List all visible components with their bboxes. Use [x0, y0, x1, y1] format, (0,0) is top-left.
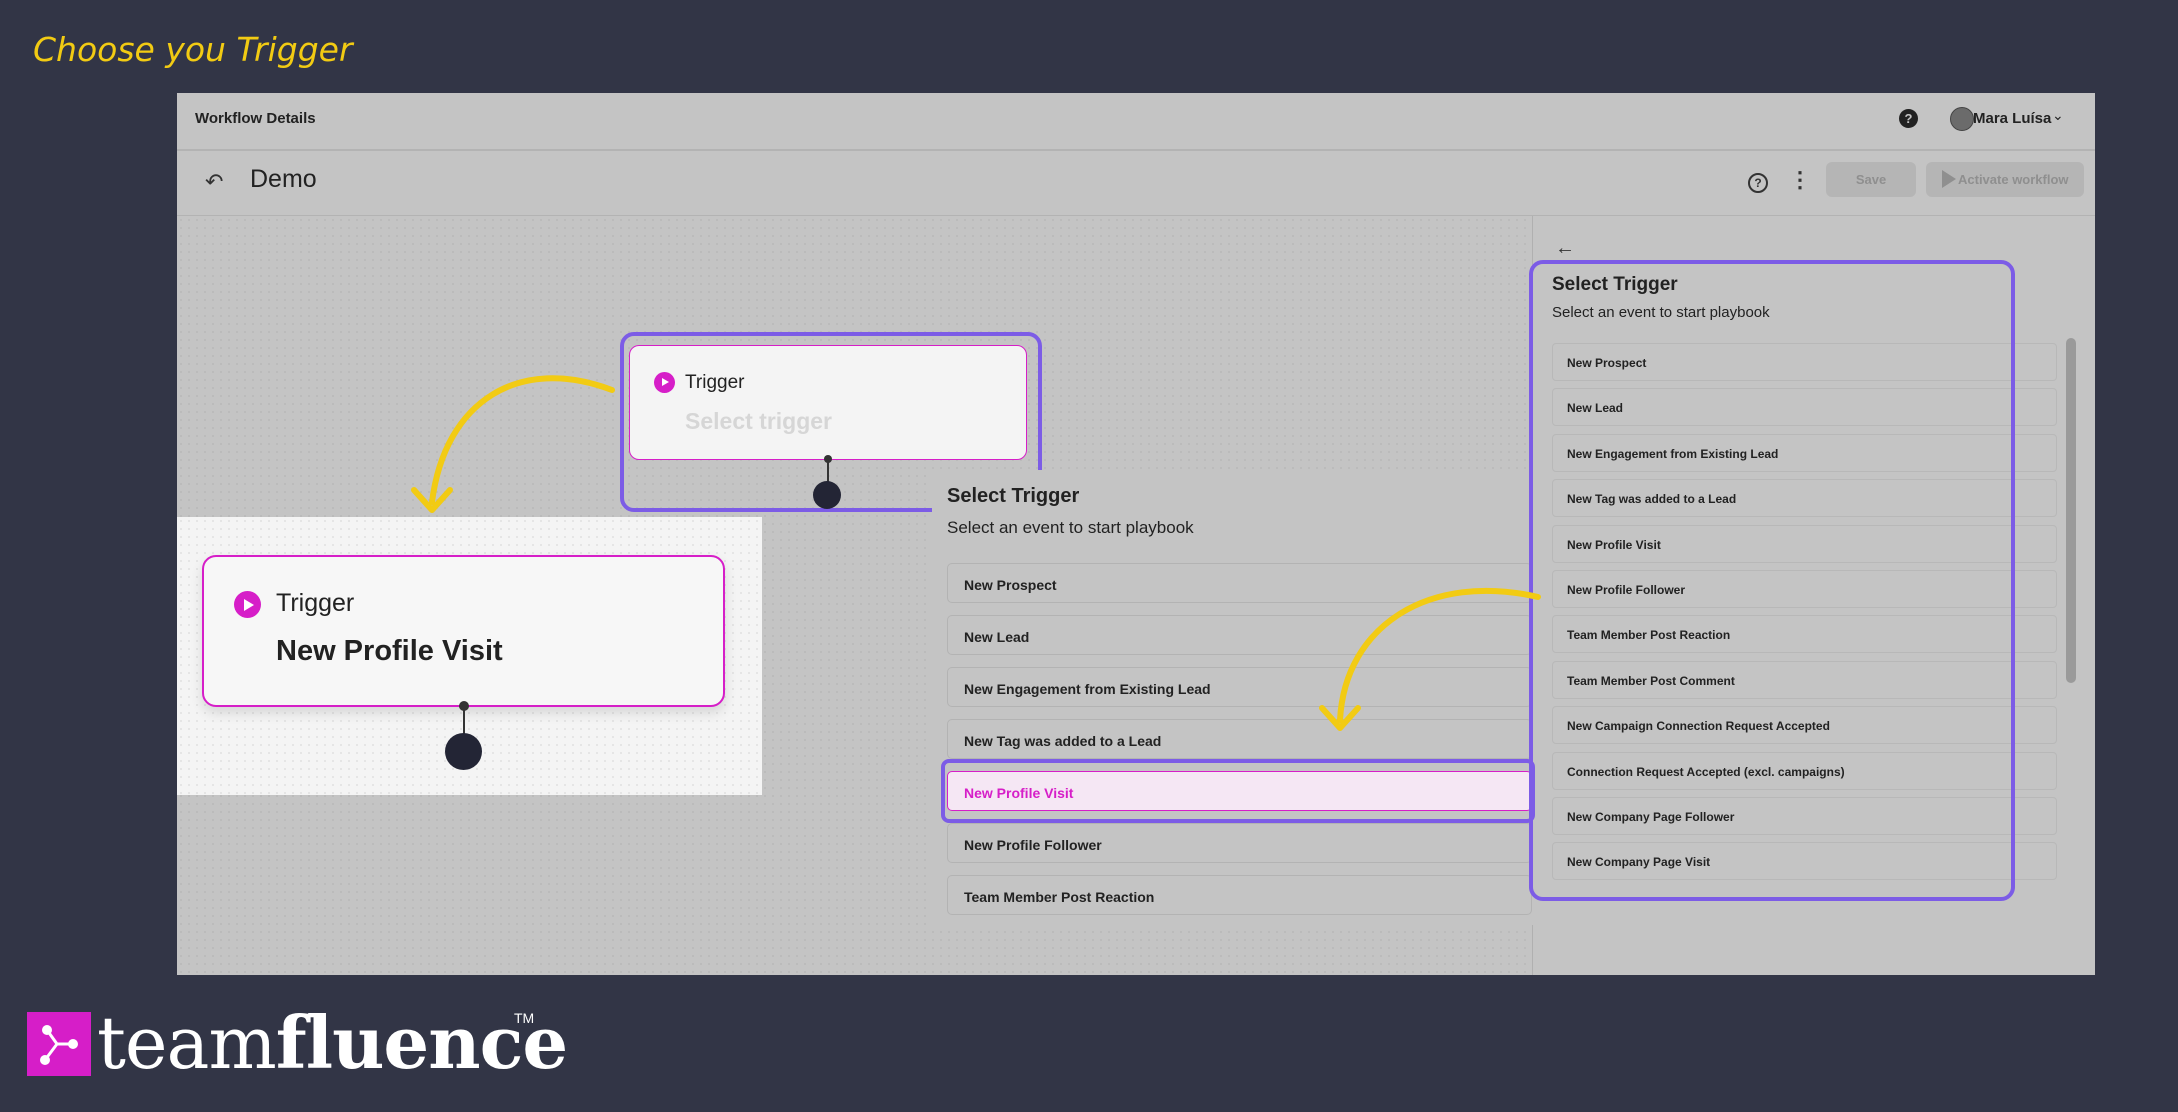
play-icon [234, 591, 261, 618]
help-outline-icon[interactable]: ? [1748, 173, 1768, 193]
trigger-list-item[interactable]: New Lead [1552, 388, 2057, 427]
trigger-option[interactable]: New Prospect [947, 563, 1532, 603]
trigger-node-zoomed: Trigger New Profile Visit [202, 555, 725, 707]
trigger-list-item[interactable]: New Engagement from Existing Lead [1552, 433, 2057, 472]
help-icon[interactable]: ? [1899, 109, 1918, 128]
trigger-list-item[interactable]: New Tag was added to a Lead [1552, 479, 2057, 518]
scrollbar[interactable] [2066, 338, 2076, 683]
trigger-list: New Prospect New Lead New Engagement fro… [1552, 343, 2057, 883]
connector-dot [824, 455, 832, 463]
trigger-option-selected[interactable]: New Profile Visit [947, 771, 1532, 811]
trademark: TM [514, 1010, 535, 1026]
workflow-toolbar: ↶ Demo ? ⋮ Save Activate workflow [177, 151, 2095, 216]
trigger-list-item[interactable]: New Campaign Connection Request Accepted [1552, 706, 2057, 745]
brand-wordmark: teamfluence [97, 1000, 568, 1085]
trigger-list-item[interactable]: Connection Request Accepted (excl. campa… [1552, 751, 2057, 790]
select-trigger-dropdown: Select Trigger Select an event to start … [932, 470, 1535, 925]
kebab-menu-icon[interactable]: ⋮ [1789, 167, 1811, 192]
trigger-option[interactable]: New Lead [947, 615, 1532, 655]
panel-subtitle: Select an event to start playbook [1552, 304, 1770, 321]
connector-line [827, 460, 829, 485]
trigger-list-item[interactable]: Team Member Post Reaction [1552, 615, 2057, 654]
workflow-name[interactable]: Demo [250, 165, 317, 193]
avatar[interactable] [1950, 107, 1974, 131]
play-icon [654, 372, 675, 393]
dropdown-subtitle: Select an event to start playbook [947, 518, 1194, 537]
brand-name-thin: team [97, 1001, 277, 1085]
page-heading: Choose you Trigger [33, 30, 353, 69]
chevron-down-icon[interactable]: ⌄ [2052, 107, 2064, 123]
user-name[interactable]: Mara Luísa [1973, 110, 2052, 127]
trigger-list-item[interactable]: New Company Page Follower [1552, 796, 2057, 835]
panel-title: Select Trigger [1552, 274, 1678, 295]
brand-name-bold: fluence [275, 1000, 568, 1085]
add-step-handle [445, 733, 482, 770]
trigger-node-label: Trigger [685, 372, 745, 393]
trigger-node[interactable]: Trigger Select trigger [629, 345, 1027, 460]
arrow-left-icon[interactable]: ← [1555, 237, 1575, 259]
dropdown-title: Select Trigger [947, 485, 1080, 507]
trigger-list-item[interactable]: New Prospect [1552, 343, 2057, 381]
trigger-option[interactable]: New Engagement from Existing Lead [947, 667, 1532, 707]
save-button[interactable]: Save [1826, 162, 1916, 197]
trigger-list-item[interactable]: New Profile Follower [1552, 569, 2057, 608]
connector-line [463, 710, 465, 735]
add-step-handle[interactable] [813, 481, 841, 509]
trigger-list-item[interactable]: Team Member Post Comment [1552, 660, 2057, 699]
highlight-frame-option [941, 759, 1535, 823]
trigger-option[interactable]: New Tag was added to a Lead [947, 719, 1532, 759]
highlight-frame-panel [1529, 260, 2015, 901]
trigger-option[interactable]: Team Member Post Reaction [947, 875, 1532, 915]
trigger-node-value: New Profile Visit [276, 635, 503, 667]
trigger-list-item[interactable]: New Company Page Visit [1552, 842, 2057, 881]
connector-dot [459, 701, 469, 711]
trigger-node-label: Trigger [276, 589, 355, 617]
trigger-node-value: Select trigger [685, 408, 832, 434]
play-icon [1942, 170, 1956, 188]
logo-icon [27, 1012, 91, 1076]
top-bar: Workflow Details ? Mara Luísa ⌄ [177, 93, 2095, 151]
highlight-frame-node [620, 332, 1042, 512]
section-title: Workflow Details [195, 110, 316, 127]
back-icon[interactable]: ↶ [205, 169, 224, 194]
trigger-list-item[interactable]: New Profile Visit [1552, 524, 2057, 563]
trigger-option[interactable]: New Profile Follower [947, 823, 1532, 863]
